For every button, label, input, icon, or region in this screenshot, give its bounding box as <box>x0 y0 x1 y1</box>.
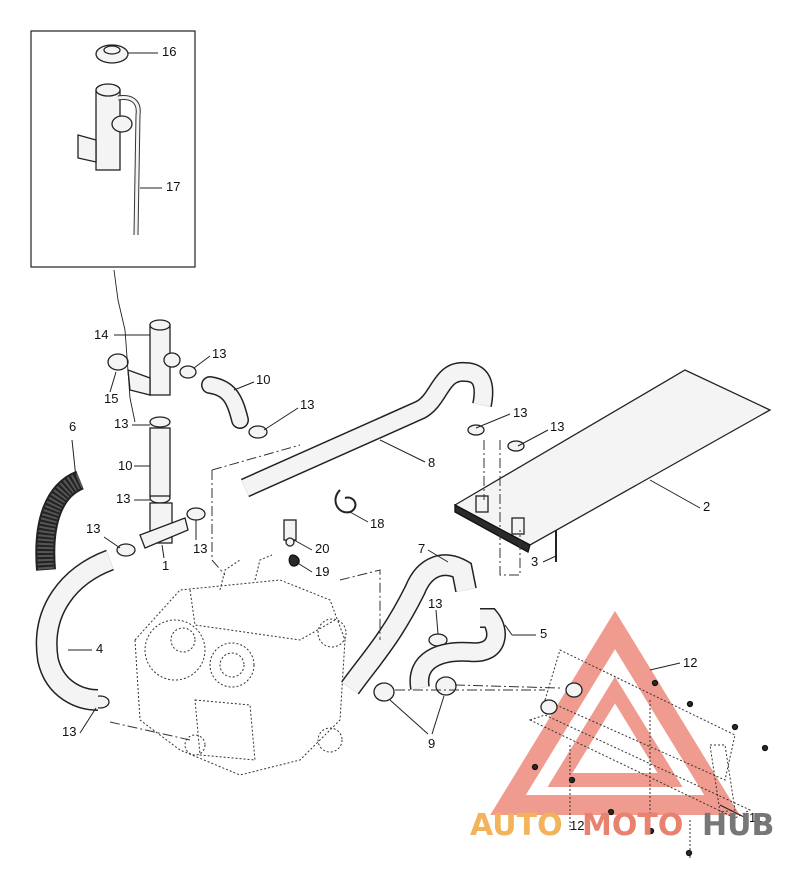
clamp-13 <box>116 543 136 557</box>
engine-outline <box>134 554 347 776</box>
callout-20: 20 <box>315 541 329 556</box>
inset-frame <box>30 30 196 268</box>
callout-5: 5 <box>540 626 547 641</box>
callout-10: 10 <box>118 458 132 473</box>
watermark-moto: MOTO <box>582 808 683 843</box>
callout-13: 13 <box>116 491 130 506</box>
callout-6: 6 <box>69 419 76 434</box>
assembly-lines <box>109 269 691 860</box>
part-18-clip <box>334 489 357 514</box>
clamp-13 <box>507 440 525 452</box>
part-9-sleeve <box>435 676 457 696</box>
callout-8: 8 <box>428 455 435 470</box>
callout-13: 13 <box>62 724 76 739</box>
callout-13: 13 <box>86 521 100 536</box>
clamp-13 <box>467 424 485 436</box>
callout-13: 13 <box>550 419 564 434</box>
part-1-tee <box>139 502 189 549</box>
watermark-text: AUTO MOTO HUB <box>470 808 774 843</box>
callout-11: 11 <box>749 810 763 825</box>
callout-13: 13 <box>193 541 207 556</box>
callout-3: 3 <box>531 554 538 569</box>
callout-16: 16 <box>162 44 176 59</box>
callout-15: 15 <box>104 391 118 406</box>
callout-19: 19 <box>315 564 329 579</box>
callout-12: 12 <box>683 655 697 670</box>
clamp-13 <box>186 507 206 521</box>
part-19-washer <box>288 554 300 567</box>
part-20-bleeder <box>283 519 297 547</box>
callout-9: 9 <box>428 736 435 751</box>
callout-14: 14 <box>94 327 108 342</box>
part-16-cap <box>95 44 129 64</box>
callout-7: 7 <box>418 541 425 556</box>
callout-2: 2 <box>703 499 710 514</box>
callout-13: 13 <box>428 596 442 611</box>
part-10-straight-hose <box>149 427 171 497</box>
clamp-13 <box>149 416 171 428</box>
watermark-auto: AUTO <box>470 808 563 843</box>
part-14-filler-neck <box>127 319 181 396</box>
part-17-filler-neck <box>77 83 141 236</box>
part-11-bracket <box>528 649 752 819</box>
callout-12: 12 <box>570 818 584 833</box>
callout-13: 13 <box>212 346 226 361</box>
callout-10: 10 <box>256 372 270 387</box>
callout-13: 13 <box>114 416 128 431</box>
callout-17: 17 <box>166 179 180 194</box>
callout-18: 18 <box>370 516 384 531</box>
callout-13: 13 <box>513 405 527 420</box>
callout-4: 4 <box>96 641 103 656</box>
callout-13: 13 <box>300 397 314 412</box>
watermark-hub: HUB <box>702 808 774 843</box>
part-15-hose <box>107 353 129 371</box>
watermark-logo <box>490 610 740 815</box>
clamp-13 <box>248 425 268 439</box>
part-9-sleeve <box>373 682 395 702</box>
clamp-13 <box>179 365 197 379</box>
part-2-heat-exchanger <box>453 369 772 553</box>
callout-1: 1 <box>162 558 169 573</box>
leader-lines <box>68 52 747 819</box>
